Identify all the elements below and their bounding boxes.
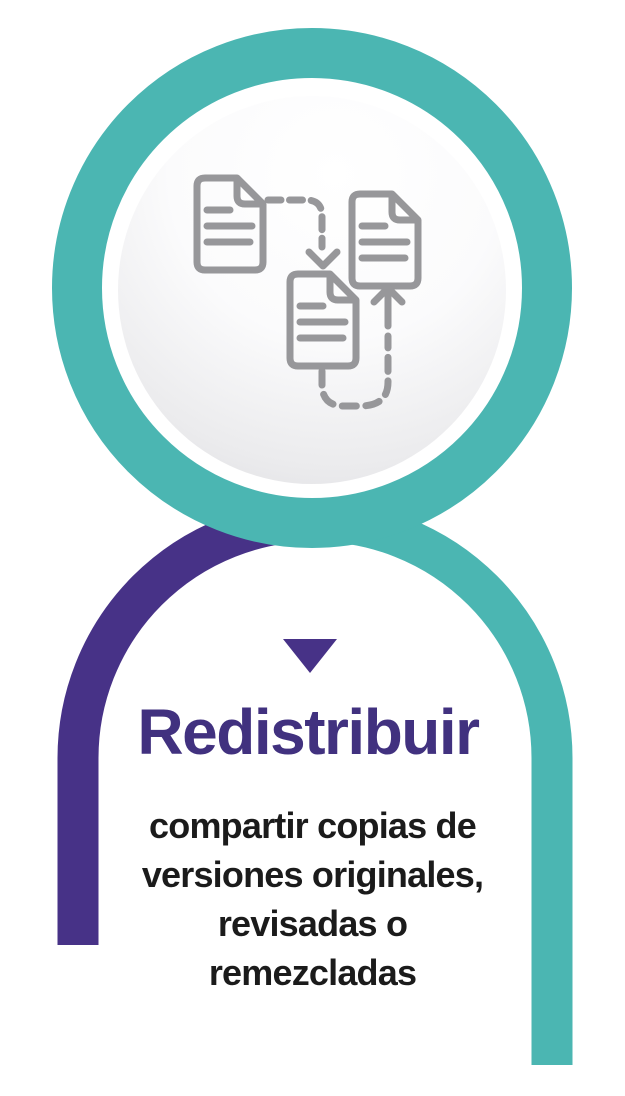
description-line: versiones originales,	[141, 854, 484, 895]
card-title: Redistribuir	[137, 696, 480, 768]
head-ring	[52, 28, 572, 548]
documents-exchange-icon	[197, 178, 418, 410]
description-line: revisadas o	[217, 903, 408, 944]
head-inner-circle	[118, 96, 506, 484]
card-description: compartir copias de versiones originales…	[0, 801, 625, 997]
triangle-down-icon	[283, 639, 337, 673]
description-line: remezcladas	[208, 952, 417, 993]
dashed-arrow-down-right-up	[318, 332, 392, 410]
arrowhead-down-icon	[305, 248, 341, 270]
description-line: compartir copias de	[149, 805, 477, 846]
dashed-arrow-right-down	[264, 196, 326, 251]
arrowhead-up-icon	[370, 284, 406, 330]
